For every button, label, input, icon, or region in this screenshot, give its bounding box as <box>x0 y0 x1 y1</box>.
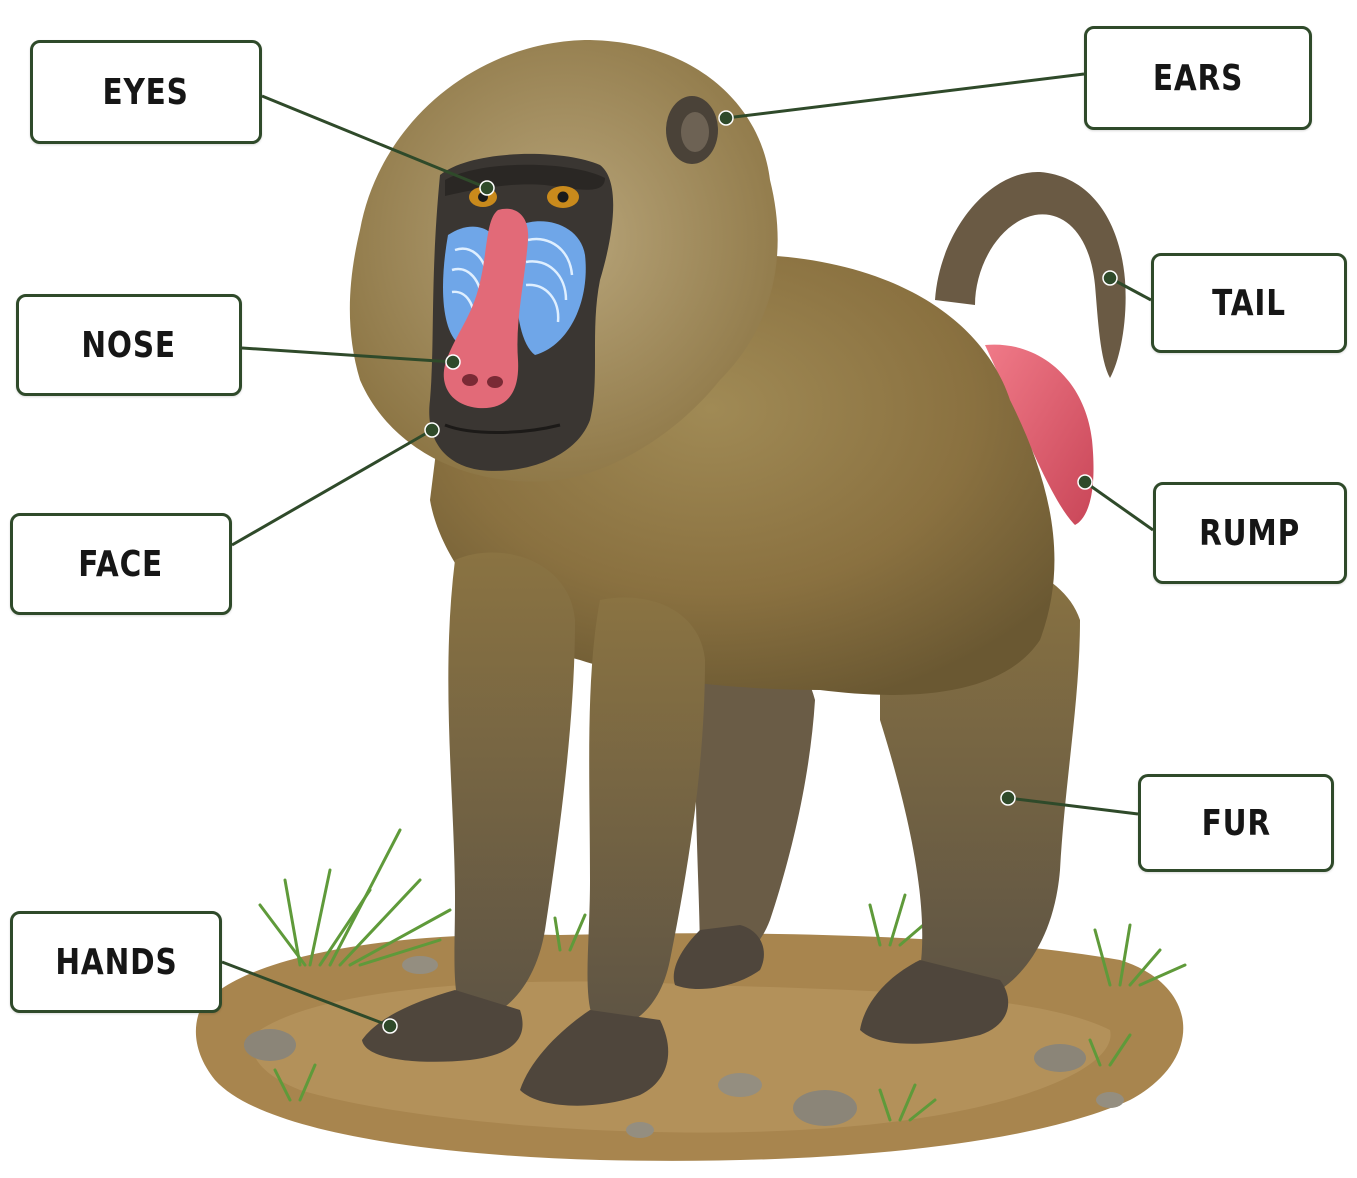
anchor-eyes <box>480 181 494 195</box>
anchor-face <box>425 423 439 437</box>
label-fur: FUR <box>1138 774 1334 872</box>
label-eyes-text: EYES <box>103 72 189 113</box>
label-nose-text: NOSE <box>82 325 177 366</box>
leader-face <box>232 430 432 545</box>
label-rump: RUMP <box>1153 482 1347 584</box>
label-nose: NOSE <box>16 294 242 396</box>
anchor-hands <box>383 1019 397 1033</box>
label-face-text: FACE <box>79 544 164 585</box>
label-hands: HANDS <box>10 911 222 1013</box>
label-tail-text: TAIL <box>1212 283 1286 324</box>
label-hands-text: HANDS <box>55 942 177 983</box>
label-tail: TAIL <box>1151 253 1347 353</box>
label-fur-text: FUR <box>1201 803 1270 844</box>
anchor-ears <box>719 111 733 125</box>
label-eyes: EYES <box>30 40 262 144</box>
anchor-nose <box>446 355 460 369</box>
label-ears: EARS <box>1084 26 1312 130</box>
anchor-tail <box>1103 271 1117 285</box>
leader-ears <box>726 74 1084 118</box>
label-ears-text: EARS <box>1153 58 1243 99</box>
leader-rump <box>1085 482 1153 530</box>
label-rump-text: RUMP <box>1199 513 1300 554</box>
ear <box>666 96 718 164</box>
label-face: FACE <box>10 513 232 615</box>
anchor-rump <box>1078 475 1092 489</box>
anchor-fur <box>1001 791 1015 805</box>
